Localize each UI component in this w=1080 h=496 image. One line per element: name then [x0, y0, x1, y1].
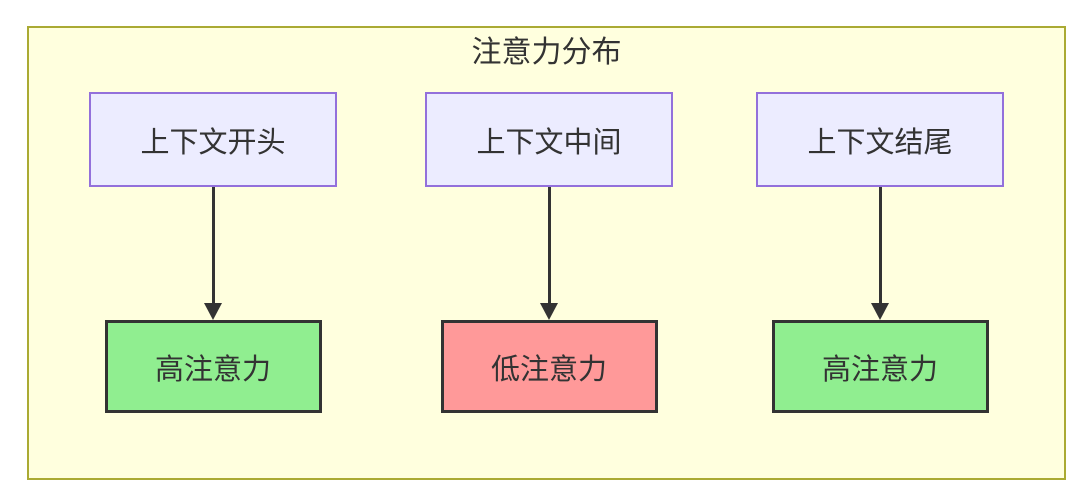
- arrowhead-down-icon: [540, 303, 558, 320]
- edge-context-middle: [540, 187, 558, 320]
- cluster-title: 注意力分布: [471, 36, 622, 69]
- edge-context-start: [204, 187, 222, 320]
- flow-column-context-middle: 上下文中间 低注意力: [425, 92, 673, 413]
- arrowhead-down-icon: [204, 303, 222, 320]
- node-high-attention-2: 高注意力: [771, 320, 989, 413]
- attention-distribution-cluster: 注意力分布 上下文开头 高注意力 上下文中间 低注意力 上下文结尾 高注意力: [27, 26, 1066, 480]
- flow-column-context-start: 上下文开头 高注意力: [89, 92, 337, 413]
- edge-line: [211, 187, 215, 303]
- edge-line: [878, 187, 882, 303]
- arrowhead-down-icon: [871, 303, 889, 320]
- node-high-attention-1: 高注意力: [104, 320, 322, 413]
- edge-context-end: [871, 187, 889, 320]
- edge-line: [547, 187, 551, 303]
- node-context-end: 上下文结尾: [756, 92, 1004, 187]
- node-low-attention: 低注意力: [440, 320, 658, 413]
- node-context-middle: 上下文中间: [425, 92, 673, 187]
- node-context-start: 上下文开头: [89, 92, 337, 187]
- flow-column-context-end: 上下文结尾 高注意力: [756, 92, 1004, 413]
